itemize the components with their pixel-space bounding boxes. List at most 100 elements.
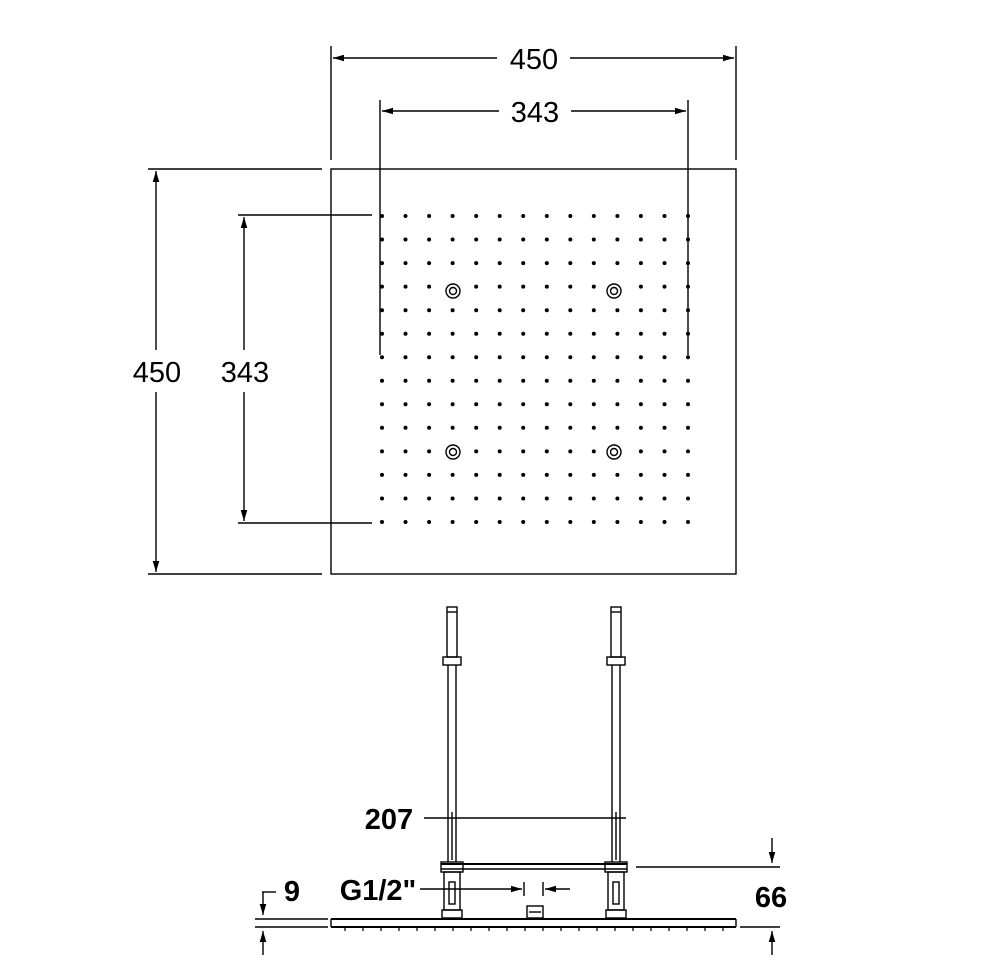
- nozzle-dot: [474, 214, 479, 218]
- nozzle-dot: [662, 449, 667, 454]
- nozzle-dot: [638, 449, 643, 454]
- nozzle-dot: [474, 449, 479, 454]
- nozzle-dot: [427, 402, 432, 407]
- nozzle-dot: [686, 425, 690, 430]
- nozzle-dot: [474, 355, 479, 360]
- nozzle-dot: [474, 472, 479, 477]
- nozzle-dot: [568, 520, 573, 524]
- nozzle-dot: [686, 355, 690, 360]
- nozzle-dot: [497, 425, 502, 430]
- light-fitting: [445, 444, 461, 460]
- nozzle-dot: [403, 425, 408, 430]
- nozzle-dot: [686, 378, 690, 383]
- nozzle-dot: [497, 449, 502, 454]
- nozzle-dot: [662, 355, 667, 360]
- height-dimension: 450: [133, 168, 322, 575]
- side-nozzle-row: [344, 927, 724, 931]
- nozzle-dot: [427, 261, 432, 266]
- nozzle-dot: [544, 496, 549, 501]
- nozzle-dot: [521, 308, 526, 313]
- nozzle-dot: [450, 378, 455, 383]
- nozzle-dot: [544, 308, 549, 313]
- light-fitting: [445, 283, 461, 299]
- nozzle-dot: [568, 402, 573, 407]
- nozzle-dot: [450, 308, 455, 313]
- nozzle-dot: [568, 237, 573, 242]
- nozzle-dot: [544, 261, 549, 266]
- nozzle-dot: [403, 261, 408, 266]
- nozzle-dot: [450, 214, 455, 218]
- nozzle-dot: [497, 237, 502, 242]
- nozzle-dot: [427, 472, 432, 477]
- nozzle-dot: [474, 237, 479, 242]
- nozzle-dot: [450, 402, 455, 407]
- nozzle-dot: [521, 472, 526, 477]
- nozzle-dot: [403, 520, 408, 524]
- nozzle-dot: [521, 496, 526, 501]
- nozzle-dot: [521, 214, 526, 218]
- height-label: 450: [133, 357, 181, 389]
- plate-thickness-dimension: 9: [255, 876, 328, 955]
- nozzle-dot: [450, 520, 455, 524]
- nozzle-dot: [450, 261, 455, 266]
- nozzle-dot: [380, 496, 384, 501]
- nozzle-dot: [497, 402, 502, 407]
- inner-height-dimension: 343: [221, 214, 372, 524]
- nozzle-dot: [497, 472, 502, 477]
- inner-width-label: 343: [511, 97, 559, 129]
- mount-height-label: 66: [755, 882, 787, 914]
- nozzle-dot: [591, 331, 596, 336]
- nozzle-dot: [662, 237, 667, 242]
- nozzle-dot: [568, 425, 573, 430]
- nozzle-dot: [662, 331, 667, 336]
- nozzle-dot: [544, 214, 549, 218]
- nozzle-dot: [474, 378, 479, 383]
- nozzle-dot: [686, 449, 690, 454]
- nozzle-dot: [427, 520, 432, 524]
- arm-spacing-label: 207: [365, 804, 413, 836]
- left-support-arm: [440, 606, 464, 919]
- nozzle-dot: [427, 449, 432, 454]
- nozzle-dot: [591, 308, 596, 313]
- nozzle-dot: [615, 308, 620, 313]
- nozzle-dot: [638, 472, 643, 477]
- nozzle-dot: [544, 355, 549, 360]
- nozzle-dot: [544, 472, 549, 477]
- nozzle-dot: [427, 331, 432, 336]
- nozzle-dot: [638, 261, 643, 266]
- plate-thickness-label: 9: [284, 876, 300, 908]
- nozzle-dot: [615, 402, 620, 407]
- nozzle-dot: [474, 520, 479, 524]
- nozzle-dot: [474, 425, 479, 430]
- nozzle-dot: [638, 308, 643, 313]
- nozzle-dot: [638, 378, 643, 383]
- light-fitting: [606, 283, 622, 299]
- nozzle-dot: [474, 284, 479, 289]
- nozzle-dot: [403, 331, 408, 336]
- width-label: 450: [510, 44, 558, 76]
- thread-dimension: G1/2": [340, 875, 570, 907]
- nozzle-dot: [615, 378, 620, 383]
- nozzle-dot: [686, 237, 690, 242]
- nozzle-dot: [591, 261, 596, 266]
- nozzle-dot: [662, 308, 667, 313]
- nozzle-dot: [544, 520, 549, 524]
- nozzle-dot: [427, 237, 432, 242]
- nozzle-dot: [568, 472, 573, 477]
- nozzle-dot: [497, 355, 502, 360]
- nozzle-dot: [686, 496, 690, 501]
- nozzle-dot: [662, 496, 667, 501]
- nozzle-dot: [662, 402, 667, 407]
- nozzle-dot: [450, 425, 455, 430]
- arm-spacing-dimension: 207: [365, 804, 626, 860]
- nozzle-dot: [591, 214, 596, 218]
- nozzle-dot: [403, 449, 408, 454]
- light-fittings: [445, 283, 622, 460]
- nozzle-dot: [474, 308, 479, 313]
- nozzle-dot: [568, 284, 573, 289]
- nozzle-dot: [403, 214, 408, 218]
- nozzle-dot: [521, 425, 526, 430]
- nozzle-dot: [591, 520, 596, 524]
- nozzle-dot: [403, 378, 408, 383]
